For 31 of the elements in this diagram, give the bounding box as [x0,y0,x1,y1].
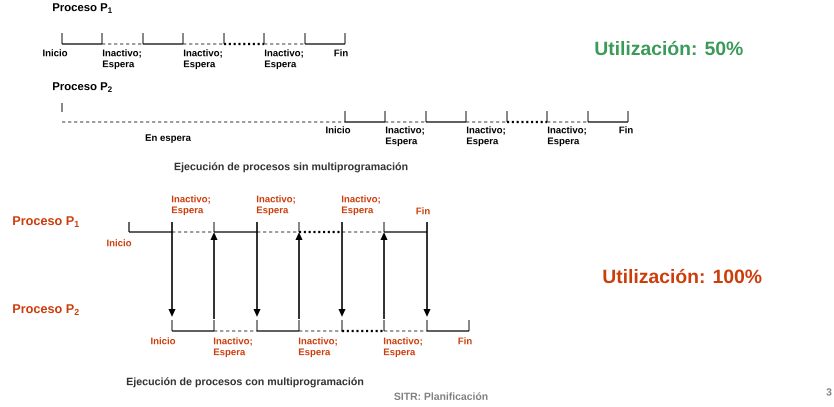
time-label: Inactivo; Espera [466,126,505,146]
time-label: Inactivo; Espera [102,49,141,70]
state-label: En espera [146,134,191,143]
process-title: Proceso P$_{2}$ [53,82,112,92]
time-label: Inactivo; Espera [264,49,303,70]
time-label: Inactivo; Espera [172,195,210,216]
time-label: Inactivo; Espera [298,337,337,358]
utilization-text: Utilización: 100% [603,268,762,284]
page-number: 3 [826,388,832,396]
time-label: Inactivo; Espera [184,49,222,70]
time-label: Inactivo; Espera [386,126,424,146]
process-title: Proceso P$_{1}$ [53,3,112,13]
time-label: Inicio [326,126,350,134]
time-label: Fin [619,126,633,134]
time-label: Inactivo; Espera [256,195,295,216]
footer-text: SITR: Planificación [394,392,488,400]
process-title: Proceso P$_{1}$ [13,216,79,227]
caption: Ejecución de procesos con multiprogramación [126,377,364,388]
caption: Ejecución de procesos sin multiprogramación [174,162,408,172]
time-label: Inactivo; Espera [342,195,380,216]
time-label: Fin [334,49,348,56]
time-label: Inicio [107,239,132,246]
time-label: Inactivo; Espera [548,126,586,146]
time-label: Inactivo; Espera [214,337,252,358]
utilization-text: Utilización: 50% [595,40,743,56]
process-title: Proceso P$_{2}$ [13,304,79,316]
time-label: Inicio [151,337,176,344]
time-label: Inicio [43,49,68,56]
time-label: Inactivo; Espera [384,337,422,358]
time-label: Fin [458,337,472,344]
time-label: Fin [416,207,430,214]
